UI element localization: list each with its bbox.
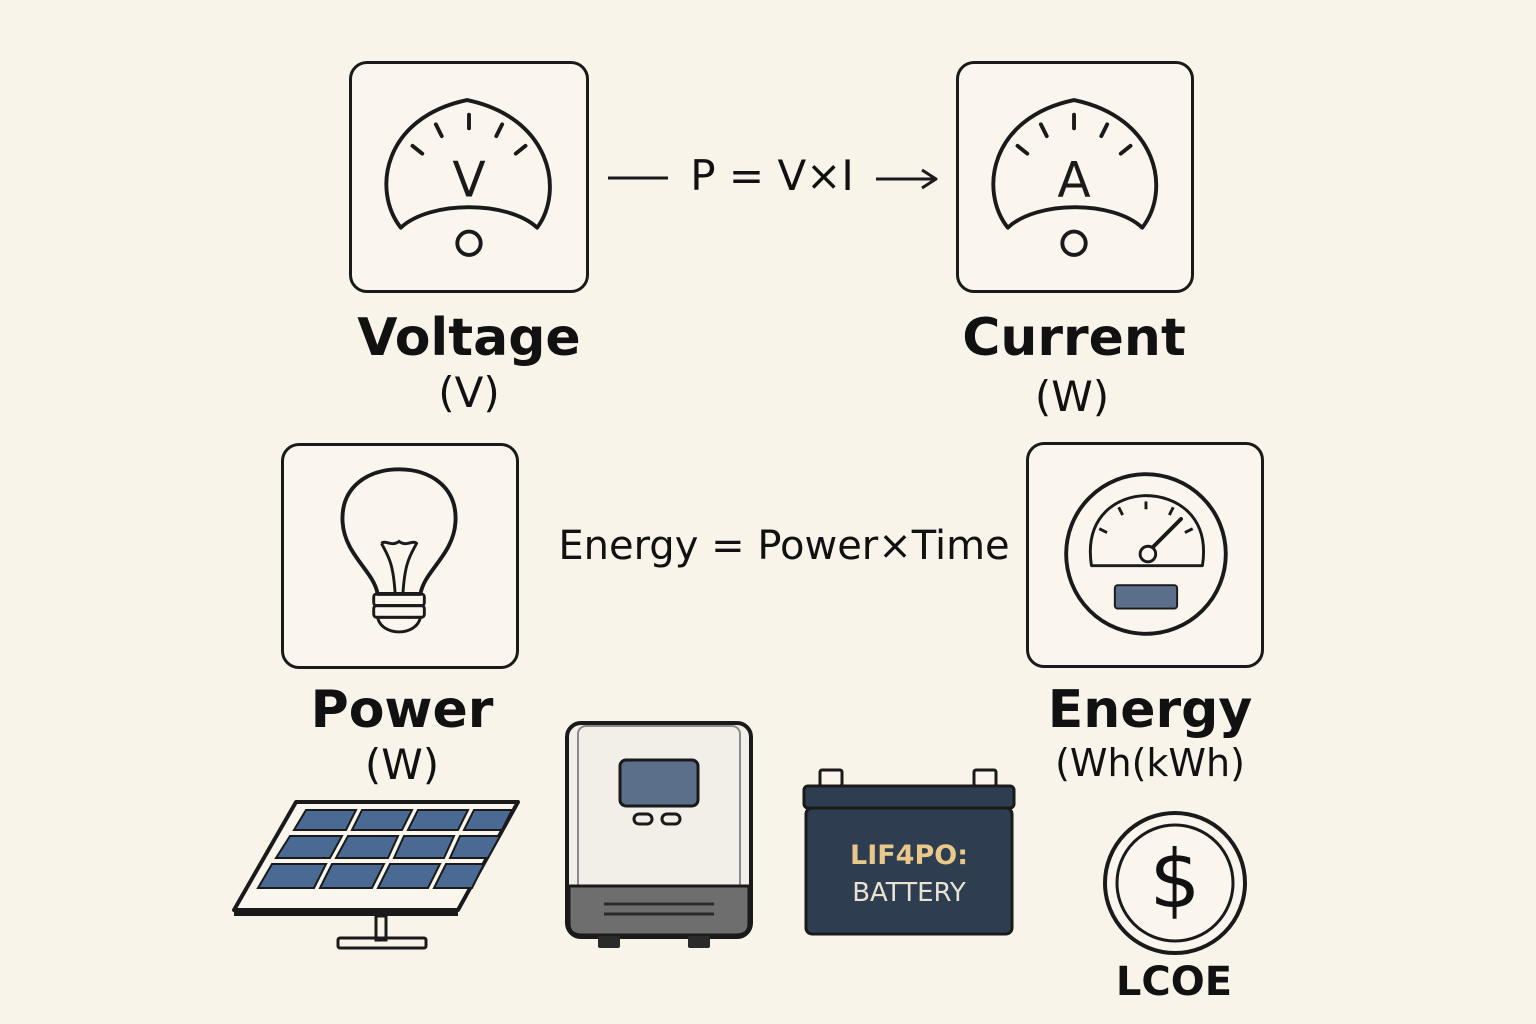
- battery-icon: LIF4PO: BATTERY: [802, 768, 1016, 938]
- current-card: A: [956, 61, 1194, 293]
- ammeter-icon: A: [991, 98, 1159, 257]
- battery-name-label: BATTERY: [852, 878, 966, 908]
- current-meter-symbol: A: [1057, 152, 1090, 208]
- current-unit: (W): [1034, 372, 1110, 421]
- formula-left-line: [608, 176, 668, 180]
- voltage-card: V: [349, 61, 589, 293]
- voltage-label: Voltage: [357, 308, 581, 368]
- power-label: Power: [310, 680, 494, 740]
- current-label: Current: [962, 308, 1186, 368]
- power-unit: (W): [364, 740, 440, 789]
- power-card: [281, 443, 519, 669]
- voltmeter-icon: V: [384, 98, 552, 257]
- solar-panel-icon: [232, 800, 520, 950]
- energy-formula: Energy = Power×Time: [558, 523, 1010, 569]
- power-formula: P = V×I: [690, 151, 854, 200]
- energy-label: Energy: [1047, 680, 1253, 740]
- battery-chemistry-label: LIF4PO:: [849, 840, 969, 871]
- lcoe-label: LCOE: [1115, 959, 1233, 1005]
- inverter-icon: [565, 721, 753, 948]
- voltage-meter-symbol: V: [452, 152, 485, 208]
- energy-unit: (Wh(kWh): [1055, 741, 1245, 785]
- formula-arrow-icon: [876, 168, 938, 190]
- light-bulb-icon: [340, 467, 458, 634]
- voltage-unit: (V): [438, 368, 500, 417]
- dollar-symbol: $: [1149, 833, 1201, 926]
- energy-meter-icon: [1064, 472, 1228, 636]
- dollar-coin-icon: $: [1102, 810, 1248, 956]
- energy-card: [1026, 442, 1264, 668]
